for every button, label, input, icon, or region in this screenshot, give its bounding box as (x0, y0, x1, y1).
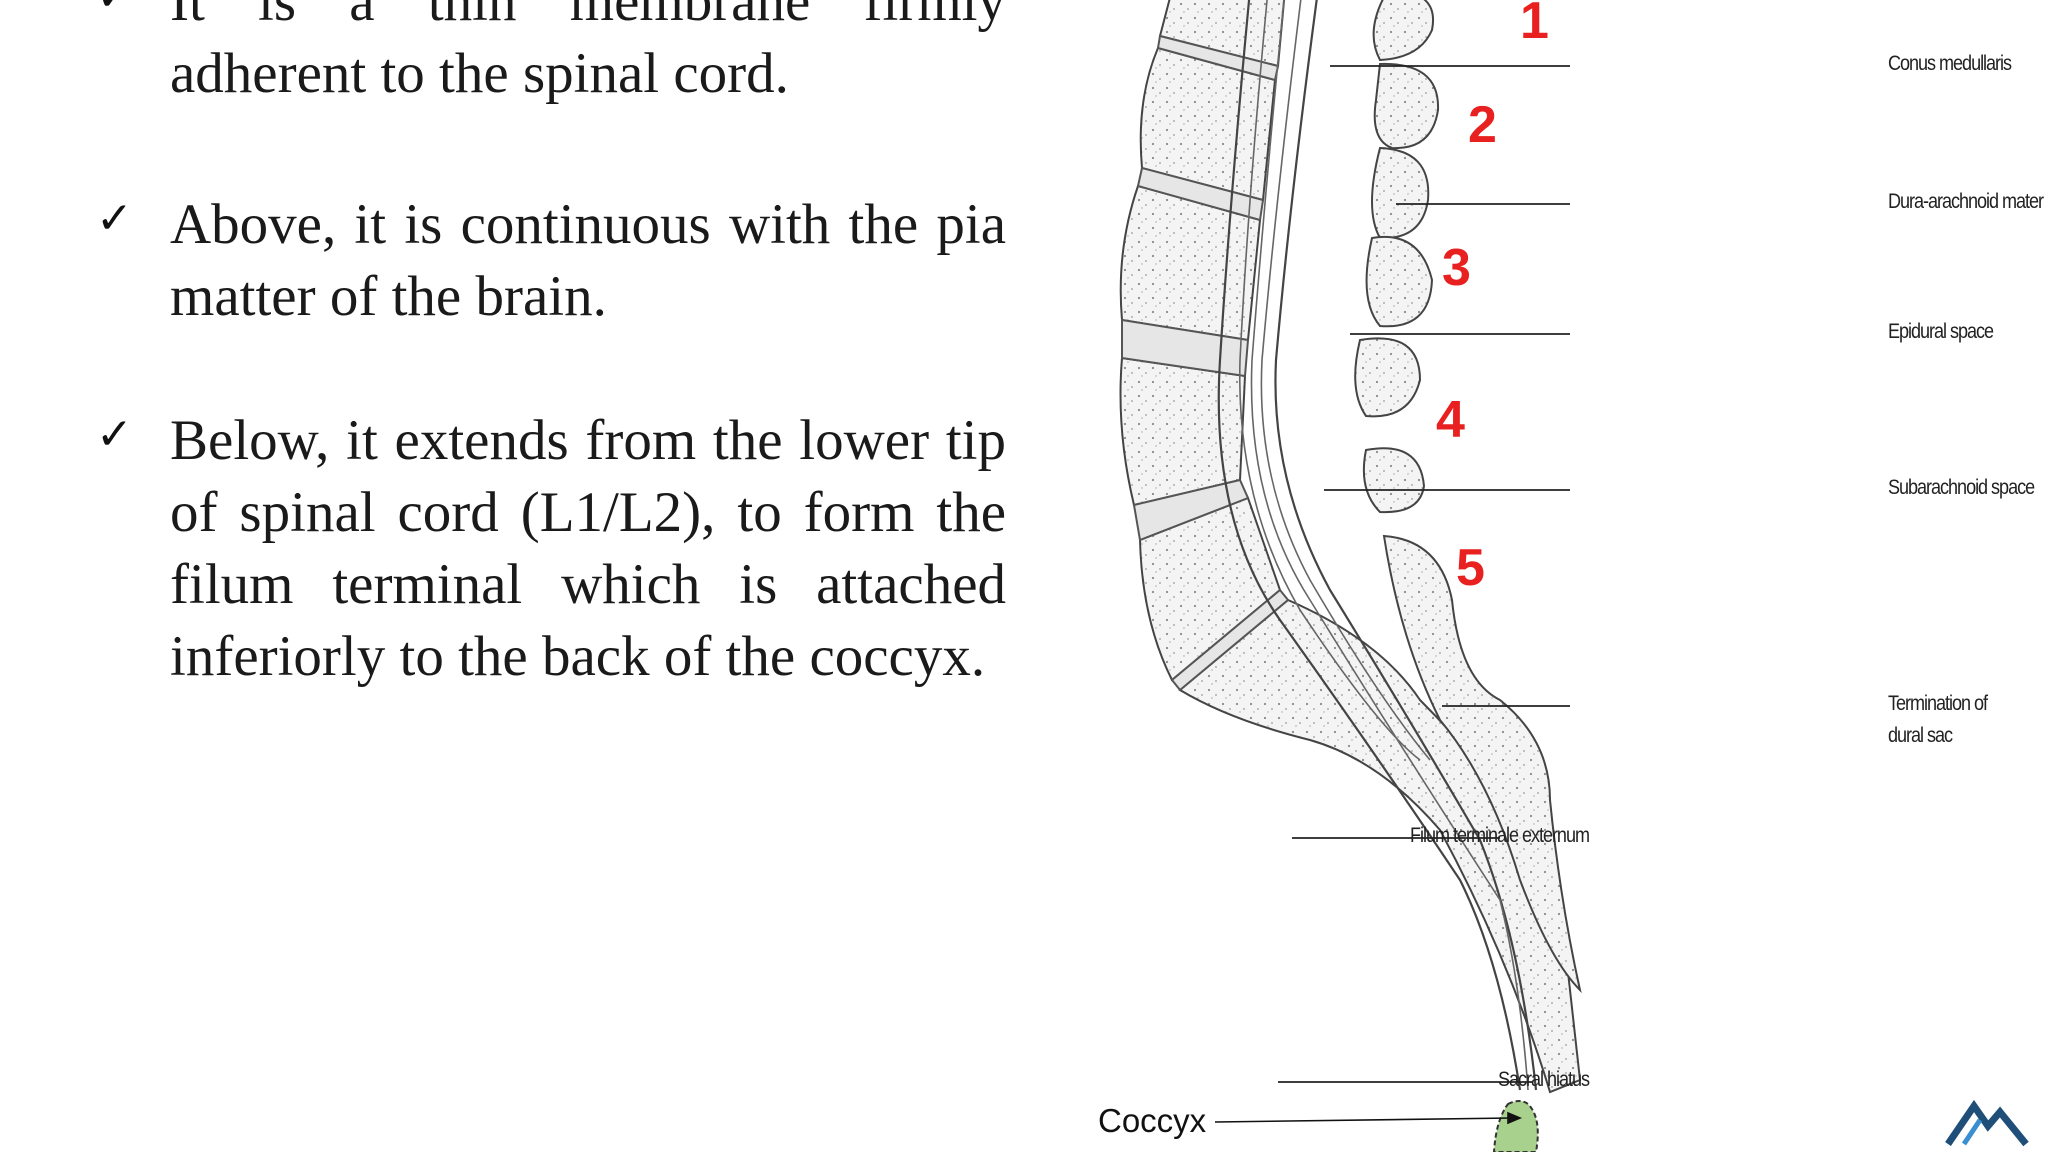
spine-diagram: 1 2 3 4 5 Conus medullaris Dura-arachnoi… (1080, 0, 2048, 1152)
label-dura-arachnoid: Dura-arachnoid mater (1888, 190, 2044, 213)
checkmark-icon: ✓ (96, 0, 133, 21)
mountain-logo-icon (1945, 1099, 2029, 1147)
spinal-cord (1238, 0, 1529, 1091)
label-conus-medullaris: Conus medullaris (1888, 52, 2012, 75)
leader-lines (1278, 65, 1570, 1083)
coccyx-arrow (1214, 1111, 1523, 1125)
vertebral-bodies (1119, 0, 1582, 1094)
label-termination-line2: dural sac (1888, 724, 1953, 747)
label-termination-line1: Termination of (1888, 692, 1988, 715)
bullet-text: Below, it extends from the lower tip of … (170, 409, 1006, 688)
coccyx-highlight (1492, 1100, 1539, 1152)
vertebra-number-1: 1 (1520, 0, 1549, 50)
bullet-text: Above, it is continuous with the pia mat… (170, 193, 1006, 328)
spine-illustration (1119, 0, 1582, 1152)
bullet-text: It is a thin membrane firmly adherent to… (170, 0, 1006, 105)
label-sacral-hiatus: Sacral hiatus (1498, 1068, 1590, 1091)
checkmark-icon: ✓ (96, 409, 133, 460)
label-epidural-space: Epidural space (1888, 320, 1994, 343)
vertebra-number-2: 2 (1468, 96, 1497, 154)
coccyx-label: Coccyx (1098, 1102, 1207, 1139)
spinous-processes (1354, 0, 1582, 994)
vertebra-number-3: 3 (1442, 239, 1471, 297)
checkmark-icon: ✓ (96, 193, 133, 244)
vertebra-number-4: 4 (1436, 391, 1465, 449)
label-subarachnoid-space: Subarachnoid space (1888, 476, 2035, 499)
vertebra-number-5: 5 (1456, 539, 1485, 597)
label-filum-terminale: Filum terminale externum (1410, 824, 1590, 847)
intervertebral-discs (1121, 34, 1290, 692)
